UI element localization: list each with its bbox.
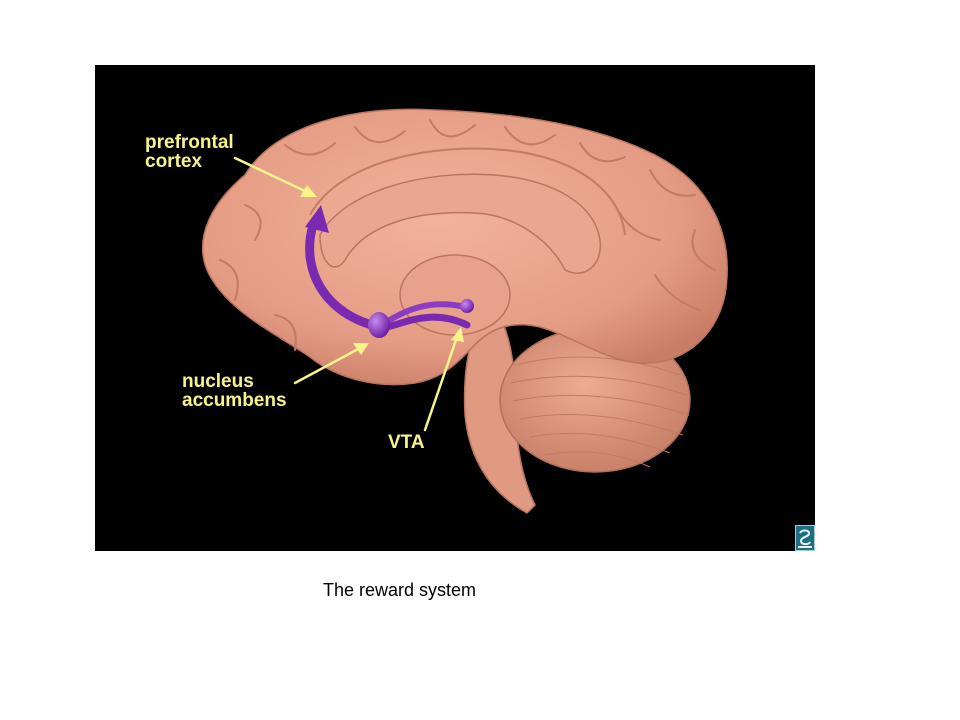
nucleus-accumbens-node	[368, 312, 390, 338]
cingulate-gyrus	[309, 147, 626, 236]
figure-caption: The reward system	[323, 580, 477, 600]
publisher-logo-icon	[795, 525, 815, 551]
prefrontal-cortex-label-line2: cortex	[145, 151, 203, 172]
prefrontal-cortex-label-line1: prefrontal	[145, 132, 234, 153]
logo-glyph	[798, 529, 812, 548]
nucleus-accumbens-label-line1: nucleus	[182, 371, 254, 392]
nucleus-accumbens-label: nucleus accumbens	[182, 372, 287, 410]
brain-illustration	[202, 108, 728, 514]
vta-to-nac-pathway	[382, 301, 468, 326]
prefrontal-cortex-label: prefrontal cortex	[145, 133, 234, 171]
pathway-arrowhead	[305, 205, 329, 233]
cerebellum	[499, 327, 691, 473]
brain-figure: prefrontal cortex nucleus accumbens VTA	[95, 65, 815, 551]
cortex-folds	[219, 119, 716, 351]
nucleus-accumbens-label-line2: accumbens	[182, 390, 287, 411]
corpus-callosum	[319, 173, 601, 274]
cerebrum	[202, 108, 728, 386]
vta-label: VTA	[388, 432, 425, 453]
mesocortical-pathway	[305, 220, 385, 332]
vta-node	[460, 299, 474, 313]
label-arrows	[233, 156, 464, 432]
